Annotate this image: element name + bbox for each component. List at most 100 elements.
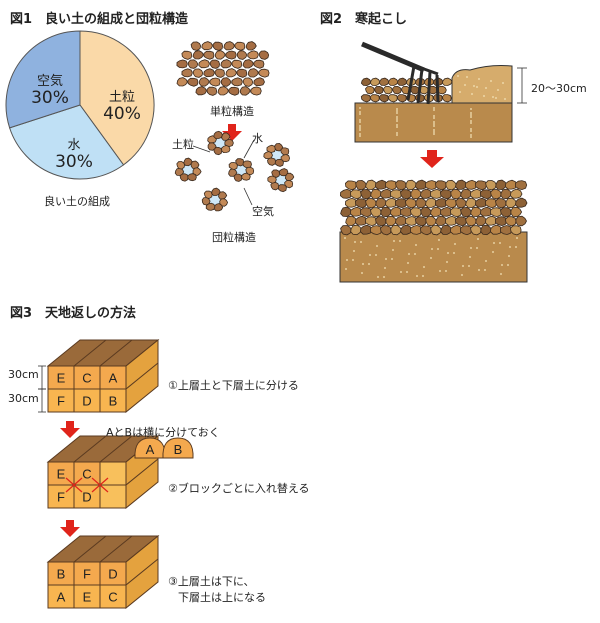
soil-clod [344, 180, 357, 191]
soil-speck [461, 274, 463, 276]
soil-clod [424, 180, 438, 190]
soil-speck [497, 89, 499, 91]
swap-arrow [91, 477, 109, 493]
block-cell-label: A [109, 371, 118, 386]
soil-speck [433, 123, 435, 125]
soil-speck [509, 246, 511, 248]
soil-speck [396, 120, 398, 122]
soil-speck [478, 78, 480, 80]
soil-clod [400, 189, 412, 200]
soil-particle [203, 68, 215, 78]
soil-speck [416, 275, 418, 277]
aggregate-particle [179, 173, 189, 182]
soil-speck [414, 253, 416, 255]
aggregate-particle [205, 202, 216, 211]
aggregate-particle [233, 173, 243, 182]
soil-speck [501, 264, 503, 266]
layer-bottom-label: 30cm [8, 392, 39, 405]
soil-clod [364, 216, 378, 227]
soil-speck [361, 272, 363, 274]
callout-soil-label: 土粒 [172, 138, 194, 151]
soil-particle [209, 59, 221, 69]
soil-clod [369, 225, 383, 236]
soil-speck [369, 254, 371, 256]
soil-clod [404, 216, 418, 226]
soil-particle [195, 86, 207, 96]
soil-speck [396, 112, 398, 114]
soil-clod [404, 198, 417, 209]
soil-clod [439, 189, 452, 200]
aggregate-particle [228, 162, 238, 171]
soil-speck [359, 111, 361, 113]
soil-speck [359, 135, 361, 137]
arrow-down-icon [66, 421, 74, 429]
aggregate-particle [245, 166, 255, 176]
soil-clod [349, 206, 363, 217]
soil-speck [433, 131, 435, 133]
soil-clod [414, 179, 428, 190]
block-cell-label: B [109, 394, 118, 409]
soil-speck [360, 241, 362, 243]
soil-clod [439, 206, 453, 217]
soil-clod [514, 180, 528, 191]
soil-speck [396, 110, 398, 112]
soil-speck [415, 244, 417, 246]
soil-speck [383, 276, 385, 278]
soil-clod [441, 77, 453, 86]
soil-clod [455, 179, 468, 190]
soil-speck [353, 250, 355, 252]
soil-speck [485, 87, 487, 89]
soil-clod [394, 215, 408, 226]
soil-speck [445, 270, 447, 272]
soil-particle [212, 41, 224, 51]
aggregate-particle [219, 198, 229, 207]
soil-clod [425, 197, 438, 208]
soil-clod [474, 180, 487, 191]
soil-clod [441, 94, 452, 103]
soil-speck [359, 113, 361, 115]
soil-particle [187, 77, 199, 87]
soil-speck [470, 108, 472, 110]
block-cell-label: B [57, 567, 66, 582]
soil-clod [504, 179, 518, 190]
soil-clod [460, 188, 473, 199]
single-grain-caption: 単粒構造 [210, 105, 254, 118]
soil-particle [231, 77, 243, 87]
soil-clod [444, 215, 458, 226]
soil-clod [394, 198, 408, 209]
soil-clod [339, 188, 353, 199]
block-cell-label: F [57, 490, 65, 505]
loosened-field-illustration [339, 179, 528, 283]
soil-particle [214, 50, 226, 60]
soil-clod [360, 94, 371, 103]
soil-speck [454, 243, 456, 245]
aggregate-particle [284, 172, 295, 182]
soil-speck [377, 276, 379, 278]
soil-particle [187, 59, 199, 69]
soil-speck [502, 82, 504, 84]
soil-clod [385, 215, 398, 227]
figure2-title: 図2 寒起こし [320, 12, 408, 27]
soil-clod [449, 224, 463, 235]
soil-particle [220, 59, 232, 69]
aggregate-particle [270, 181, 280, 191]
soil-clod [340, 206, 353, 218]
soil-speck [345, 268, 347, 270]
soil-clod [374, 179, 388, 190]
soil-particle [225, 50, 237, 60]
soil-particle [198, 59, 210, 69]
pie-label-soil: 土粒 40% [103, 90, 141, 124]
soil-particle [253, 59, 265, 69]
aggregate-particle [235, 158, 245, 167]
soil-speck [485, 260, 487, 262]
soil-speck [470, 136, 472, 138]
soil-clod [469, 188, 483, 199]
soil-speck [499, 242, 501, 244]
soil-clod [429, 188, 443, 199]
soil-speck [359, 121, 361, 123]
soil-clod [430, 206, 443, 217]
soil-particle [236, 50, 248, 60]
figure1-title: 図1 良い土の組成と団粒構造 [10, 12, 189, 27]
soil-particle [236, 68, 248, 78]
